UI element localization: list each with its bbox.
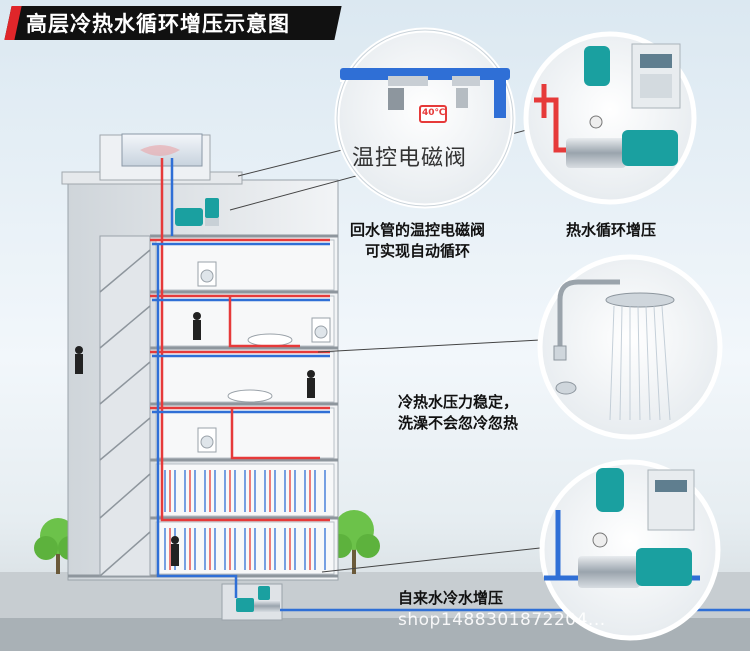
caption-shower-line1: 冷热水压力稳定，: [398, 393, 519, 411]
callout-hot-pump: [523, 31, 697, 205]
caption-valve: 回水管的温控电磁阀 可实现自动循环: [350, 220, 485, 262]
building: [61, 133, 339, 621]
caption-shower-line2: 洗澡不会忽冷忽热: [398, 414, 519, 432]
caption-valve-line1: 回水管的温控电磁阀: [350, 221, 486, 239]
caption-hot-circulation: 热水循环增压: [566, 221, 657, 239]
caption-tap-boost: 自来水冷水增压: [398, 589, 504, 607]
caption-shower: 冷热水压力稳定， 洗澡不会忽冷忽热: [398, 392, 518, 434]
valve-temp-display: 40℃: [422, 108, 446, 118]
callout-shower: [537, 254, 723, 440]
caption-valve-line2: 可实现自动循环: [365, 242, 471, 260]
callout-tap-pump: [539, 459, 721, 641]
watermark: shop1488301872204...: [398, 610, 606, 630]
building-pipes: [150, 158, 750, 612]
basement-pump: [236, 586, 280, 612]
roof-pump: [175, 198, 219, 226]
callout-valve: [334, 27, 516, 209]
diagram-title: 高层冷热水循环增压示意图: [26, 12, 290, 36]
valve-callout-label: 温控电磁阀: [352, 146, 468, 171]
